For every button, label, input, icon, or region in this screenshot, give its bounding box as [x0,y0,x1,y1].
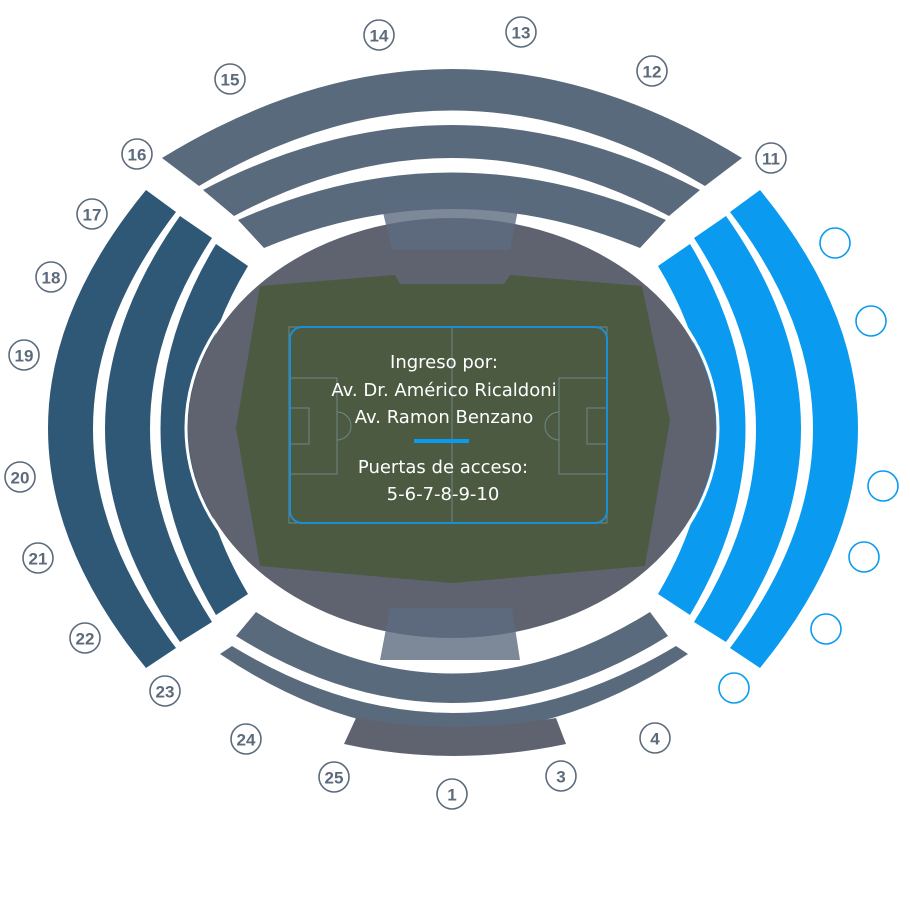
gate-marker-19[interactable]: 19 [8,339,40,371]
stand-south-outer[interactable] [220,646,688,732]
gate-marker-18[interactable]: 18 [35,261,67,293]
gate-circle[interactable] [35,261,67,293]
info-street-1: Av. Dr. Américo Ricaldoni [331,380,556,401]
gate-number: 21 [29,550,48,569]
gate-marker-12[interactable]: 12 [636,55,668,87]
gate-circle[interactable] [810,613,842,645]
gate-number: 14 [370,27,389,46]
gate-number: 22 [76,630,95,649]
gate-number: 16 [128,146,147,165]
gate-circle[interactable] [855,305,887,337]
stand-south[interactable] [220,612,688,732]
gate-number: 24 [237,731,256,750]
stand-east[interactable] [658,190,858,668]
gate-circle[interactable] [545,760,577,792]
gate-marker-23[interactable]: 23 [149,675,181,707]
gate-circle[interactable] [363,19,395,51]
gate-circle[interactable] [867,470,899,502]
stand-north[interactable] [162,69,742,248]
gate-circle[interactable] [639,722,671,754]
gate-number: 3 [556,768,565,787]
stand-east-outer[interactable] [730,190,858,668]
info-heading: Ingreso por: [390,352,498,373]
gate-number: 19 [15,347,34,366]
pitch [236,275,670,583]
gate-circle[interactable] [230,723,262,755]
info-divider [414,439,469,443]
gate-marker-14[interactable]: 14 [363,19,395,51]
gate-circle[interactable] [149,675,181,707]
stand-north-upper[interactable] [162,69,742,186]
gate-circle[interactable] [318,761,350,793]
gate-number: 23 [156,683,175,702]
gate-circle[interactable] [636,55,668,87]
gate-circle[interactable] [848,541,880,573]
gate-circle[interactable] [4,461,36,493]
gate-circle[interactable] [76,198,108,230]
gate-marker-22[interactable]: 22 [69,622,101,654]
info-street-2: Av. Ramon Benzano [355,407,534,428]
gate-marker-1[interactable]: 1 [436,778,468,810]
gate-marker-16[interactable]: 16 [121,138,153,170]
stand-south-annex[interactable] [344,718,566,756]
gate-marker-highlight-4[interactable] [810,613,842,645]
gate-circle[interactable] [8,339,40,371]
gate-number: 15 [221,71,240,90]
gate-marker-25[interactable]: 25 [318,761,350,793]
gate-circle[interactable] [436,778,468,810]
gate-circle[interactable] [121,138,153,170]
gate-marker-highlight-3[interactable] [718,672,750,704]
gate-number: 13 [512,24,531,43]
stand-east-middle[interactable] [694,216,801,642]
gate-marker-20[interactable]: 20 [4,461,36,493]
gate-marker-highlight-5[interactable] [848,541,880,573]
gate-marker-highlight-8[interactable] [819,227,851,259]
gate-circle[interactable] [505,16,537,48]
info-panel [289,326,608,524]
gate-marker-24[interactable]: 24 [230,723,262,755]
gate-marker-17[interactable]: 17 [76,198,108,230]
gate-marker-3[interactable]: 3 [545,760,577,792]
stand-south-inner[interactable] [236,612,668,703]
gate-number: 20 [11,469,30,488]
gate-marker-highlight-7[interactable] [855,305,887,337]
gate-number: 11 [762,150,780,169]
gate-number: 18 [42,269,61,288]
info-gates-list: 5-6-7-8-9-10 [387,484,500,505]
gate-circle[interactable] [214,63,246,95]
gate-number: 4 [650,730,660,749]
gate-circle[interactable] [819,227,851,259]
gate-marker-11[interactable]: 11 [755,142,787,174]
inner-stand-north [380,200,520,250]
gate-marker-highlight-6[interactable] [867,470,899,502]
gate-circle[interactable] [755,142,787,174]
gate-marker-15[interactable]: 15 [214,63,246,95]
gate-number: 17 [83,206,102,225]
gate-circle[interactable] [718,672,750,704]
info-gates-heading: Puertas de acceso: [358,457,528,478]
stand-west[interactable] [48,190,248,668]
stand-west-middle[interactable] [105,216,212,642]
gate-number: 1 [447,786,456,805]
gate-marker-13[interactable]: 13 [505,16,537,48]
gate-number: 25 [325,769,344,788]
gate-marker-4[interactable]: 4 [639,722,671,754]
stand-west-inner[interactable] [160,244,249,615]
stand-north-middle[interactable] [203,125,700,216]
inner-stand-south [380,608,520,660]
gate-number: 12 [643,63,662,82]
stand-west-outer[interactable] [48,190,176,668]
gate-circle[interactable] [22,542,54,574]
gate-circle[interactable] [69,622,101,654]
stand-east-inner[interactable] [658,244,746,615]
gate-marker-21[interactable]: 21 [22,542,54,574]
stand-north-lower[interactable] [238,172,666,249]
